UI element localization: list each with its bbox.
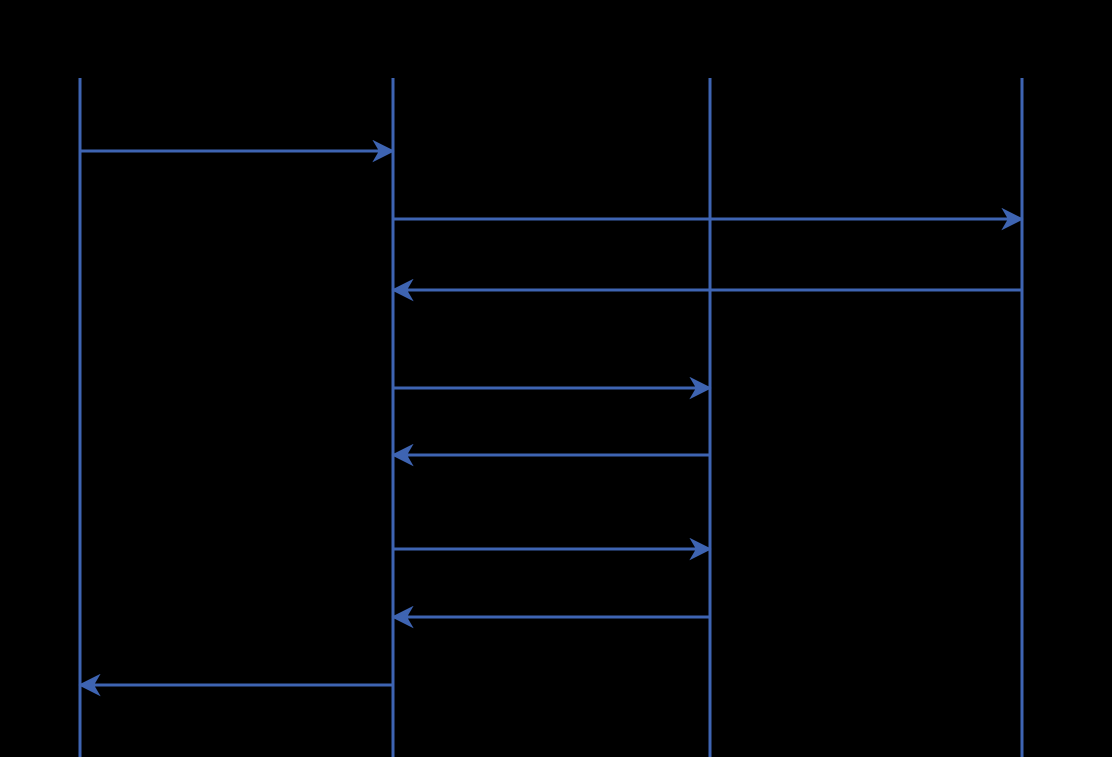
- sequence-diagram: [78, 78, 1024, 757]
- diagram-canvas: [78, 78, 1024, 757]
